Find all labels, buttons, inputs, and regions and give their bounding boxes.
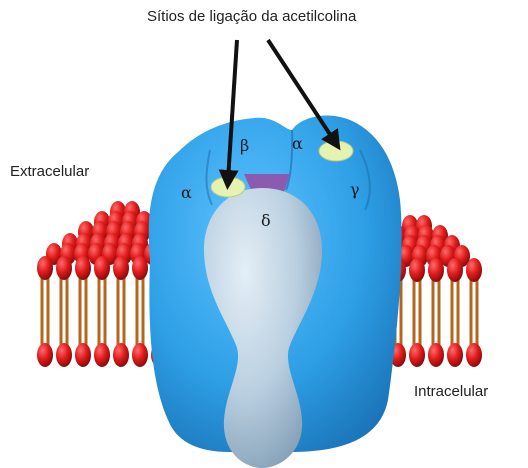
- phospholipid-left: [56, 256, 72, 367]
- phospholipid-left: [132, 256, 148, 367]
- binding-site-right: [319, 141, 353, 161]
- intracellular-label: Intracelular: [414, 383, 488, 400]
- subunit-gamma: γ: [350, 180, 360, 199]
- phospholipid-right: [428, 258, 444, 367]
- phospholipid-left: [113, 256, 129, 367]
- phospholipid-left: [37, 256, 53, 367]
- phospholipid-left: [75, 256, 91, 367]
- subunit-beta: β: [240, 136, 249, 155]
- subunit-alpha-left: α: [181, 183, 192, 202]
- phospholipid-left: [94, 256, 110, 367]
- phospholipid-right: [447, 258, 463, 367]
- subunit-alpha-right: α: [292, 134, 303, 153]
- binding-sites-title: Sítios de ligação da acetilcolina: [147, 8, 356, 25]
- phospholipid-right: [409, 258, 425, 367]
- extracellular-label: Extracelular: [10, 163, 89, 180]
- subunit-delta: δ: [261, 211, 271, 230]
- phospholipid-right: [466, 258, 482, 367]
